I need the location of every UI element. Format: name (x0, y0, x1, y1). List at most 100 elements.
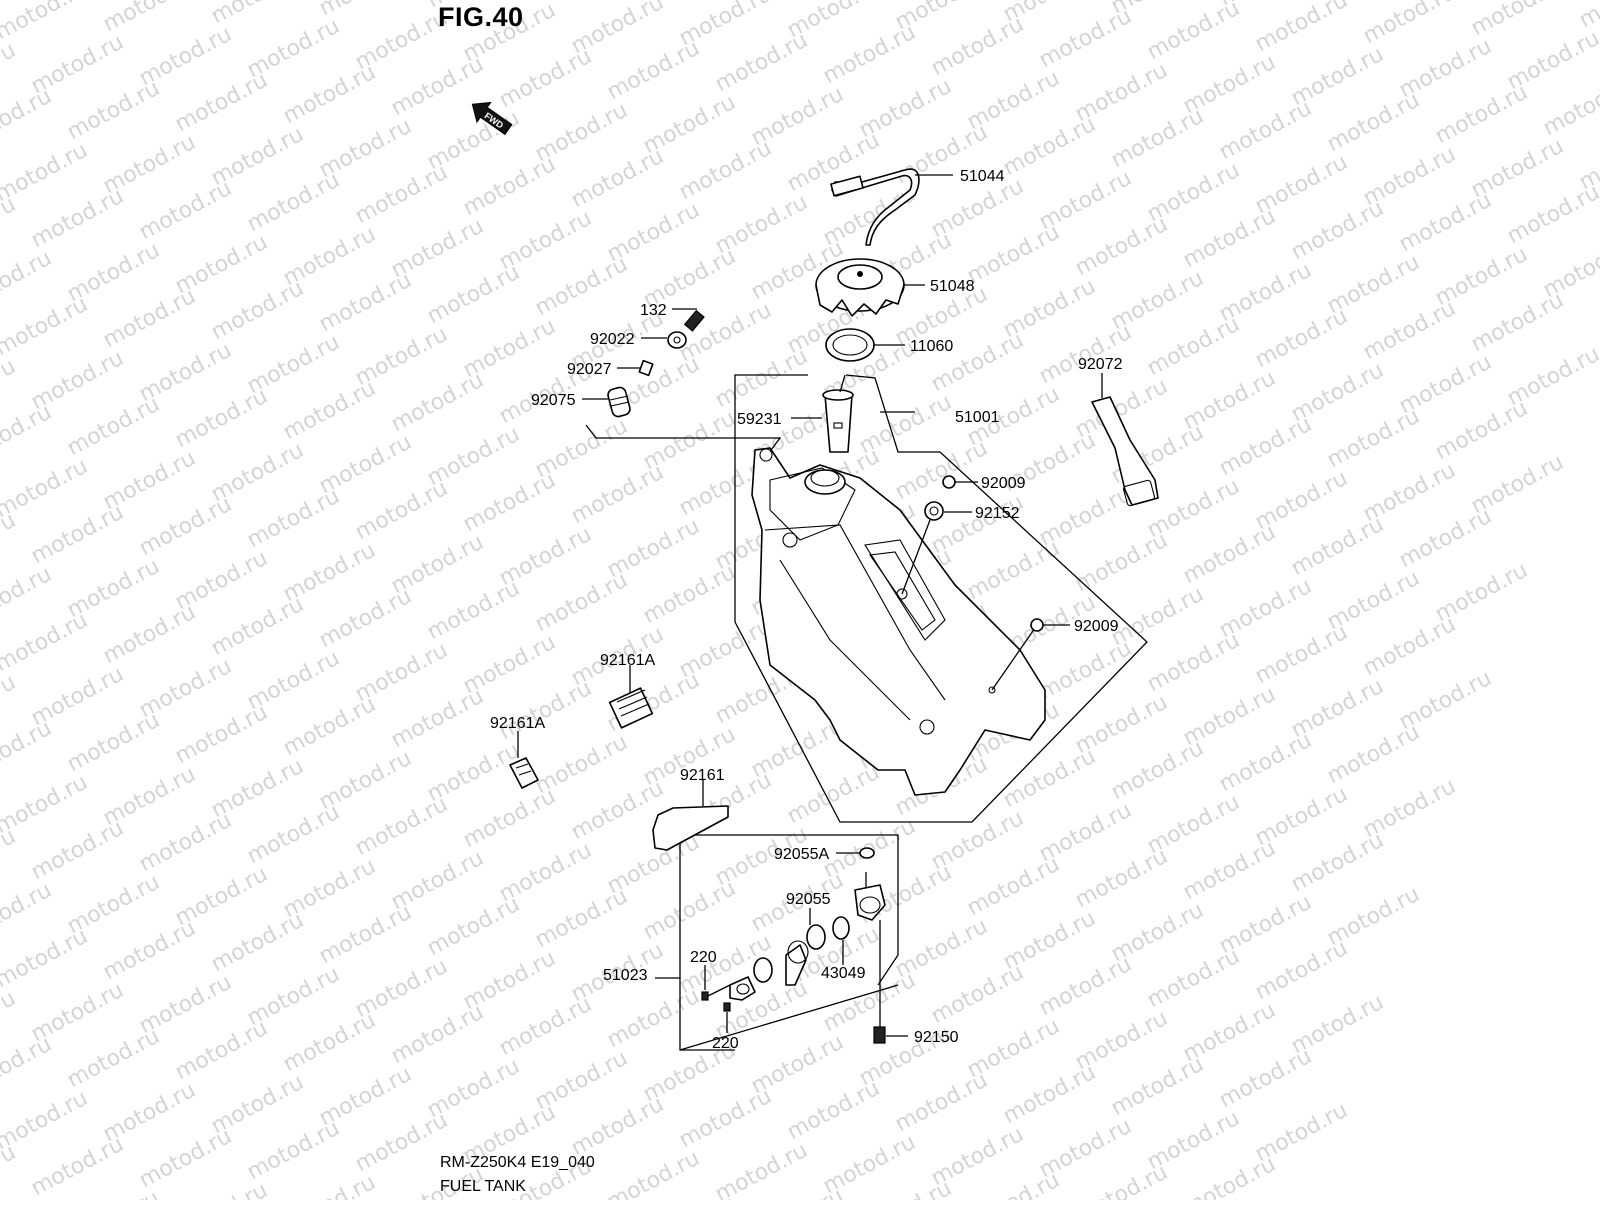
part-132-bolt[interactable] (672, 309, 704, 331)
watermark-text: motod.ru (387, 1000, 488, 1069)
watermark-text: motod.ru (99, 916, 200, 985)
watermark-text: motod.ru (279, 692, 380, 761)
watermark-text: motod.ru (0, 138, 92, 207)
watermark-text: motod.ru (0, 770, 92, 839)
label-132[interactable]: 132 (640, 302, 667, 319)
label-59231[interactable]: 59231 (737, 411, 782, 428)
watermark-text: motod.ru (279, 1170, 380, 1200)
watermark-text: motod.ru (243, 800, 344, 869)
part-92009-plug-upper[interactable] (943, 476, 978, 488)
label-92075[interactable]: 92075 (531, 392, 576, 409)
watermark-text: motod.ru (1215, 1044, 1316, 1113)
label-92027[interactable]: 92027 (567, 361, 612, 378)
label-92009-lower[interactable]: 92009 (1074, 618, 1119, 635)
watermark-text: motod.ru (603, 984, 704, 1053)
label-92072[interactable]: 92072 (1078, 356, 1123, 373)
watermark-text: motod.ru (1179, 836, 1280, 905)
watermark-text: motod.ru (495, 44, 596, 113)
watermark-text: motod.ru (1179, 1152, 1280, 1200)
watermark-text: motod.ru (819, 20, 920, 89)
watermark-text: motod.ru (1071, 1160, 1172, 1200)
watermark-text: motod.ru (1035, 4, 1136, 73)
watermark-text: motod.ru (711, 28, 812, 97)
watermark-text: motod.ru (567, 1092, 668, 1161)
watermark-text: motod.ru (999, 112, 1100, 181)
watermark-text: motod.ru (1179, 520, 1280, 589)
watermark-text: motod.ru (0, 878, 56, 947)
watermark-text: motod.ru (387, 368, 488, 437)
watermark-text: motod.ru (135, 492, 236, 561)
watermark-text: motod.ru (171, 68, 272, 137)
watermark-text: motod.ru (1071, 212, 1172, 281)
watermark-text: motod.ru (1143, 312, 1244, 381)
watermark-text: motod.ru (1071, 844, 1172, 913)
watermark-text: motod.ru (531, 884, 632, 953)
label-220-lower[interactable]: 220 (712, 1035, 739, 1052)
label-220-upper[interactable]: 220 (690, 949, 717, 966)
watermark-text: motod.ru (0, 354, 20, 423)
label-92022[interactable]: 92022 (590, 331, 635, 348)
watermark-text: motod.ru (927, 960, 1028, 1029)
label-92055[interactable]: 92055 (786, 891, 831, 908)
watermark-text: motod.ru (207, 908, 308, 977)
watermark-text: motod.ru (0, 986, 20, 1055)
label-43049[interactable]: 43049 (821, 965, 866, 982)
watermark-text: motod.ru (0, 454, 92, 523)
watermark-text: motod.ru (351, 1108, 452, 1177)
watermark-text: motod.ru (639, 876, 740, 945)
part-92055-o-ring[interactable] (807, 908, 825, 949)
watermark-text: motod.ru (459, 468, 560, 537)
watermark-text: motod.ru (243, 168, 344, 237)
label-92161A-lower[interactable]: 92161A (490, 715, 545, 732)
watermark-text: motod.ru (1467, 288, 1568, 357)
watermark-text: motod.ru (531, 568, 632, 637)
watermark-text: motod.ru (1179, 204, 1280, 273)
watermark-text: motod.ru (0, 192, 20, 261)
watermark-text: motod.ru (423, 576, 524, 645)
label-51048[interactable]: 51048 (930, 278, 975, 295)
watermark-text: motod.ru (387, 52, 488, 121)
watermark-text: motod.ru (891, 436, 992, 505)
watermark-text: motod.ru (0, 924, 92, 993)
part-92027-collar[interactable] (617, 361, 653, 376)
watermark-text: motod.ru (351, 160, 452, 229)
watermark-text: motod.ru (279, 60, 380, 129)
diagram-caption: FUEL TANK (440, 1178, 526, 1196)
part-fuel-cock-plate[interactable] (730, 977, 755, 1000)
watermark-text: motod.ru (207, 592, 308, 661)
watermark-text: motod.ru (171, 1178, 272, 1200)
watermark-text: motod.ru (1251, 620, 1352, 689)
watermark-text: motod.ru (1035, 952, 1136, 1021)
label-11060[interactable]: 11060 (910, 338, 953, 355)
watermark-text: motod.ru (963, 852, 1064, 921)
watermark-text: motod.ru (0, 716, 56, 785)
part-fuel-cock-o-ring-inner[interactable] (754, 958, 772, 982)
watermark-text: motod.ru (495, 676, 596, 745)
watermark-text: motod.ru (603, 1146, 704, 1200)
label-92009-upper[interactable]: 92009 (981, 475, 1026, 492)
watermark-text: motod.ru (1395, 188, 1496, 257)
label-92152[interactable]: 92152 (975, 505, 1020, 522)
watermark-text: motod.ru (243, 1116, 344, 1185)
label-51044[interactable]: 51044 (960, 168, 1005, 185)
watermark-text: motod.ru (1107, 1052, 1208, 1121)
watermark-text: motod.ru (63, 76, 164, 145)
label-92055A[interactable]: 92055A (774, 846, 829, 863)
watermark-text: motod.ru (711, 1138, 812, 1200)
watermark-text: motod.ru (1395, 504, 1496, 573)
label-92161[interactable]: 92161 (680, 767, 725, 784)
watermark-text: motod.ru (1323, 88, 1424, 157)
watermark-text: motod.ru (783, 1076, 884, 1145)
label-51001[interactable]: 51001 (955, 409, 1000, 426)
watermark-text: motod.ru (135, 176, 236, 245)
watermark-text: motod.ru (639, 560, 740, 629)
watermark-text: motod.ru (171, 700, 272, 769)
label-92150[interactable]: 92150 (914, 1029, 959, 1046)
watermark-text: motod.ru (1431, 396, 1532, 465)
watermark-text: motod.ru (963, 536, 1064, 605)
watermark-text: motod.ru (315, 584, 416, 653)
watermark-text: motod.ru (1539, 72, 1600, 141)
label-92161A-upper[interactable]: 92161A (600, 652, 655, 669)
label-51023[interactable]: 51023 (603, 967, 648, 984)
